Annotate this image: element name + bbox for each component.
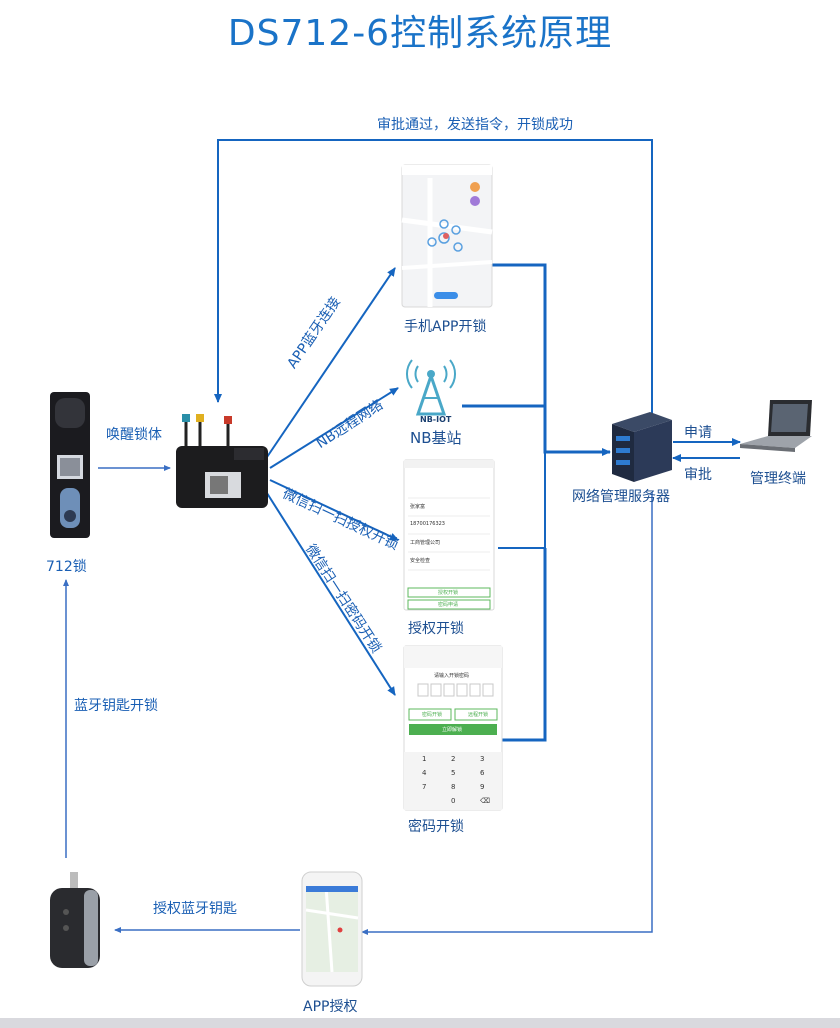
pwd-btn-main[interactable]: 立即解锁	[442, 727, 463, 733]
label-terminal: 管理终端	[750, 471, 806, 487]
arrow-nb	[269, 387, 399, 469]
label-wake-lock: 唤醒锁体	[106, 427, 162, 443]
label-phone-app-unlock: 手机APP开锁	[404, 319, 487, 335]
auth-name: 张家富	[410, 504, 426, 510]
keypad-key[interactable]: 9	[480, 783, 485, 791]
auth-area: 安全检查	[410, 558, 431, 564]
keypad-key[interactable]: 7	[422, 783, 427, 791]
keypad-key[interactable]: 2	[451, 755, 456, 763]
auth-btn-2[interactable]: 密码申请	[438, 602, 459, 608]
keypad-key[interactable]: 8	[451, 783, 456, 791]
keypad-key[interactable]: 1	[422, 755, 427, 763]
label-lock-712: 712锁	[46, 559, 87, 575]
label-app-auth: APP授权	[303, 999, 358, 1015]
keypad-key[interactable]: 0	[451, 797, 456, 805]
label-apply: 申请	[684, 425, 712, 441]
bottom-bar	[0, 1018, 840, 1028]
arrow-wechat-pwd	[264, 489, 396, 696]
pwd-prompt: 请输入开锁密码	[434, 673, 470, 679]
bluetooth-key-icon	[50, 872, 100, 968]
label-bt-key-unlock: 蓝牙钥匙开锁	[74, 698, 158, 714]
approve-loop-line	[214, 139, 653, 420]
auth-phone: 18700176323	[410, 521, 445, 527]
label-pwd-unlock: 密码开锁	[408, 819, 464, 835]
line-phone-to-server	[492, 263, 611, 456]
arrow-app-bt	[264, 267, 396, 461]
arrow-wechat-auth	[269, 479, 399, 541]
label-approve: 审批	[684, 467, 712, 483]
line-pwd-to-server	[502, 548, 547, 742]
auth-company: 工商管理公司	[410, 540, 441, 546]
auth-btn-1[interactable]: 授权开锁	[438, 590, 459, 596]
keypad-backspace[interactable]: ⌫	[480, 797, 490, 805]
diagram-title: DS712-6控制系统原理	[227, 13, 613, 54]
controller-box-icon	[176, 414, 268, 508]
pwd-btn-left[interactable]: 密码开锁	[422, 712, 443, 718]
pwd-btn-right[interactable]: 远程开锁	[468, 712, 489, 718]
label-auth-unlock: 授权开锁	[408, 621, 464, 637]
keypad-key[interactable]: 5	[451, 769, 456, 777]
phone-app-auth-icon	[301, 871, 363, 987]
laptop-icon	[740, 400, 812, 452]
line-auth-to-server	[498, 452, 546, 549]
nb-tower-icon	[405, 359, 457, 416]
keypad-key[interactable]: 6	[480, 769, 485, 777]
server-icon	[612, 412, 672, 482]
server-to-app-auth-line	[361, 492, 653, 935]
label-auth-bt-key: 授权蓝牙钥匙	[153, 901, 237, 917]
label-nb-iot: NB-IOT	[420, 415, 452, 424]
keypad-key[interactable]: 4	[422, 769, 427, 777]
keypad-key[interactable]: 3	[480, 755, 485, 763]
lock-712-icon	[50, 392, 90, 538]
label-nb-station: NB基站	[410, 429, 462, 447]
label-server: 网络管理服务器	[572, 489, 670, 505]
phone-app-screen	[401, 164, 493, 308]
phone-auth-screen	[403, 459, 495, 611]
pwd-keypad: 1 2 3 4 5 6 7 8 9 0 ⌫	[404, 752, 502, 810]
label-approve-top: 审批通过，发送指令，开锁成功	[377, 117, 573, 133]
phone-pwd-screen	[403, 645, 503, 811]
